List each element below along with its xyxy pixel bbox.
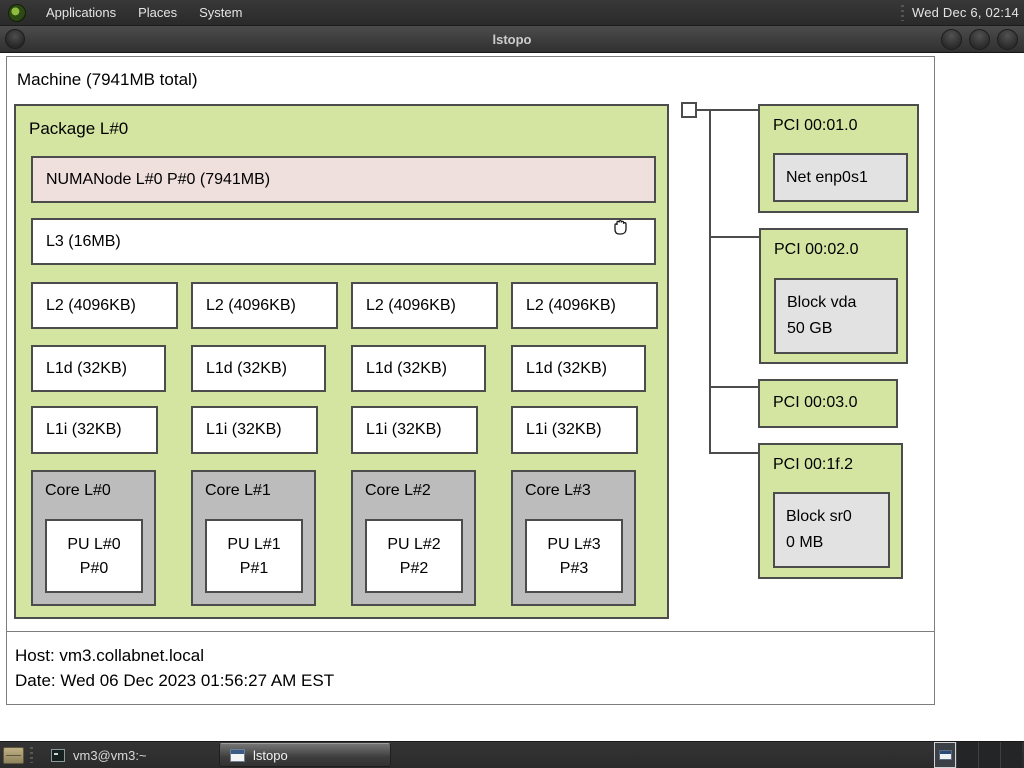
pci-box-00-02-0: PCI 00:02.0 Block vda 50 GB: [759, 228, 908, 364]
core-box: Core L#3 PU L#3 P#3: [511, 470, 636, 606]
pu-logical: PU L#3: [547, 536, 601, 553]
task-button-lstopo[interactable]: lstopo: [219, 743, 391, 767]
core-box: Core L#2 PU L#2 P#2: [351, 470, 476, 606]
net-device-box: Net enp0s1: [773, 153, 908, 202]
pci-label: PCI 00:03.0: [773, 394, 858, 411]
block-device-box: Block sr0 0 MB: [773, 492, 890, 568]
machine-label: Machine (7941MB total): [17, 70, 198, 89]
core-label: Core L#2: [365, 482, 431, 499]
lstopo-canvas: Machine (7941MB total) Package L#0 NUMAN…: [0, 53, 1024, 741]
task-button-label: vm3@vm3:~: [73, 747, 147, 763]
device-name: Block vda: [787, 294, 857, 311]
window-controls: [941, 28, 1018, 50]
pu-box: PU L#2 P#2: [365, 519, 463, 593]
workspace-1[interactable]: [934, 742, 956, 768]
top-panel: Applications Places System Wed Dec 6, 02…: [0, 0, 1024, 26]
pu-box: PU L#1 P#1: [205, 519, 303, 593]
pu-physical: P#1: [239, 560, 269, 577]
file-manager-icon[interactable]: [3, 746, 24, 764]
pci-box-00-03-0: PCI 00:03.0: [758, 379, 898, 428]
core-label: Core L#0: [45, 482, 111, 499]
pu-physical: P#3: [559, 560, 589, 577]
core-box: Core L#1 PU L#1 P#1: [191, 470, 316, 606]
window-menu-icon[interactable]: [5, 29, 25, 49]
grab-hand-cursor: [614, 219, 627, 235]
l1d-cache-box: L1d (32KB): [511, 345, 646, 392]
menu-places[interactable]: Places: [138, 5, 178, 20]
maximize-icon[interactable]: [969, 28, 990, 50]
pci-link-line: [697, 109, 758, 111]
pci-box-00-01-0: PCI 00:01.0 Net enp0s1: [758, 104, 919, 213]
device-size: 0 MB: [786, 534, 824, 551]
pci-box-00-1f-2: PCI 00:1f.2 Block sr0 0 MB: [758, 443, 903, 579]
pci-trunk-line: [709, 109, 711, 454]
bottom-panel: vm3@vm3:~ lstopo: [0, 741, 1024, 768]
workspace-switcher: [934, 742, 1022, 768]
pci-label: PCI 00:01.0: [773, 117, 858, 134]
task-button-label: lstopo: [253, 747, 288, 763]
package-box: Package L#0 NUMANode L#0 P#0 (7941MB) L3…: [14, 104, 669, 619]
applet-grip: [900, 4, 904, 21]
legend-date: Date: Wed 06 Dec 2023 01:56:27 AM EST: [15, 671, 335, 690]
window-icon: [230, 748, 245, 762]
menu-applications[interactable]: Applications: [46, 5, 117, 20]
menu-system[interactable]: System: [199, 5, 243, 20]
numanode-box: NUMANode L#0 P#0 (7941MB): [31, 156, 656, 203]
l2-cache-box: L2 (4096KB): [191, 282, 338, 329]
device-size: 50 GB: [787, 320, 833, 337]
task-button-terminal[interactable]: vm3@vm3:~: [41, 743, 201, 767]
pci-label: PCI 00:02.0: [774, 241, 859, 258]
legend-box: Host: vm3.collabnet.local Date: Wed 06 D…: [6, 631, 935, 705]
l1d-cache-box: L1d (32KB): [351, 345, 486, 392]
pu-box: PU L#3 P#3: [525, 519, 623, 593]
l1d-cache-box: L1d (32KB): [191, 345, 326, 392]
pu-physical: P#2: [399, 560, 429, 577]
core-label: Core L#3: [525, 482, 591, 499]
l2-cache-box: L2 (4096KB): [351, 282, 498, 329]
workspace-4[interactable]: [1000, 742, 1022, 768]
terminal-icon: [51, 748, 65, 762]
l3-cache-box: L3 (16MB): [31, 218, 656, 265]
pu-logical: PU L#0: [67, 536, 121, 553]
l1i-cache-box: L1i (32KB): [351, 406, 478, 454]
package-label: Package L#0: [29, 119, 129, 138]
hostbridge-box: [681, 102, 697, 118]
minimize-icon[interactable]: [941, 28, 962, 50]
workspace-2[interactable]: [956, 742, 978, 768]
core-box: Core L#0 PU L#0 P#0: [31, 470, 156, 606]
pci-link-line: [709, 452, 758, 454]
tasklist-grip: [30, 747, 33, 763]
l1i-cache-box: L1i (32KB): [191, 406, 318, 454]
workspace-window-thumb: [938, 750, 952, 760]
l2-cache-box: L2 (4096KB): [511, 282, 658, 329]
pu-box: PU L#0 P#0: [45, 519, 143, 593]
pci-label: PCI 00:1f.2: [773, 456, 854, 473]
pci-link-line: [709, 386, 758, 388]
l2-cache-box: L2 (4096KB): [31, 282, 178, 329]
l1i-cache-box: L1i (32KB): [511, 406, 638, 454]
close-icon[interactable]: [997, 28, 1018, 50]
block-device-box: Block vda 50 GB: [774, 278, 898, 354]
core-label: Core L#1: [205, 482, 271, 499]
window-title: lstopo: [492, 31, 532, 47]
l1d-cache-box: L1d (32KB): [31, 345, 166, 392]
device-name: Block sr0: [786, 508, 852, 525]
pu-logical: PU L#1: [227, 536, 281, 553]
workspace-3[interactable]: [978, 742, 1000, 768]
pu-physical: P#0: [79, 560, 109, 577]
pci-link-line: [709, 236, 760, 238]
distributor-logo-icon[interactable]: [8, 3, 26, 22]
legend-host: Host: vm3.collabnet.local: [15, 646, 204, 665]
window-titlebar[interactable]: lstopo: [0, 26, 1024, 53]
clock-applet[interactable]: Wed Dec 6, 02:14: [911, 5, 1019, 20]
pu-logical: PU L#2: [387, 536, 441, 553]
l1i-cache-box: L1i (32KB): [31, 406, 158, 454]
